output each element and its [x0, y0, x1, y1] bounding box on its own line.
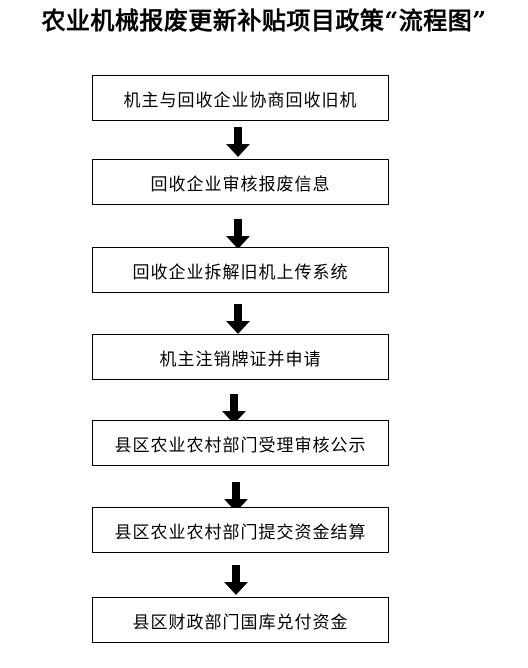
flow-arrow-4 — [222, 394, 246, 424]
step-1-negotiate-recycling: 机主与回收企业协商回收旧机 — [92, 75, 389, 121]
flow-arrow-1 — [226, 127, 250, 157]
step-6-county-submit-settlement: 县区农业农村部门提交资金结算 — [92, 507, 389, 553]
step-3-dismantle-and-upload: 回收企业拆解旧机上传系统 — [92, 247, 389, 293]
flowchart-title: 农业机械报废更新补贴项目政策“流程图” — [41, 6, 487, 35]
step-2-review-scrap-info: 回收企业审核报废信息 — [92, 159, 389, 205]
flow-arrow-6 — [224, 565, 248, 595]
step-5-county-accept-review-publicize: 县区农业农村部门受理审核公示 — [92, 420, 389, 466]
flow-arrow-3 — [226, 304, 250, 334]
flow-arrow-5 — [224, 482, 248, 512]
step-7-county-finance-pay-funds: 县区财政部门国库兑付资金 — [92, 597, 389, 643]
flow-arrow-2 — [226, 219, 250, 249]
step-4-cancel-plates-and-apply: 机主注销牌证并申请 — [92, 334, 389, 380]
